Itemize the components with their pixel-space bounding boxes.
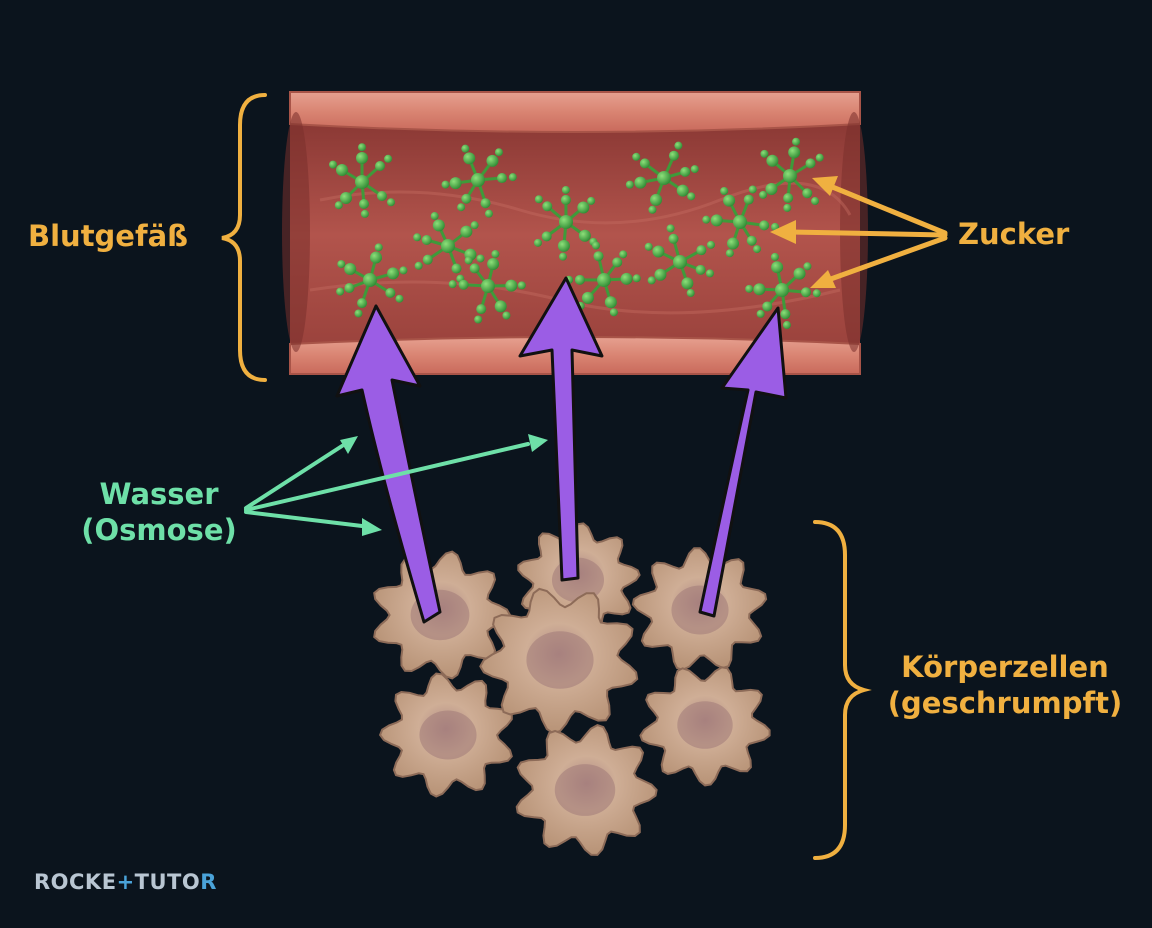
- shrunken-cells: [373, 522, 771, 856]
- logo-text-part1: ROCKE: [34, 870, 117, 894]
- logo-text-part3: R: [200, 870, 217, 894]
- sugar-label-text: Zucker: [958, 217, 1070, 251]
- logo-plus: +: [116, 870, 135, 894]
- body-cell: [479, 587, 639, 735]
- sugar-molecule: [745, 252, 821, 330]
- sugar-pointer-arrows: [770, 176, 948, 288]
- sugar-molecule: [441, 144, 517, 218]
- cells-bracket: [813, 520, 872, 860]
- vessel-bracket: [221, 93, 267, 382]
- sugar-molecule: [625, 141, 699, 214]
- sugar-molecule: [533, 185, 598, 261]
- sugar-molecule: [329, 143, 395, 218]
- water-flow-arrows: [335, 276, 788, 624]
- sugar-molecule: [336, 243, 408, 318]
- flow-arrow-middle: [518, 276, 604, 582]
- vessel-left-opening: [282, 112, 310, 352]
- body-cell: [378, 672, 513, 798]
- sugar-molecule: [644, 224, 715, 298]
- vessel-label-text: Blutgefäß: [28, 219, 189, 253]
- water-label-line2: (Osmose): [81, 513, 237, 547]
- water-label-line1: Wasser: [99, 477, 219, 511]
- vessel-wall-top: [289, 91, 861, 133]
- cells-label-line1: Körperzellen: [901, 650, 1109, 684]
- cells-label: Körperzellen (geschrumpft): [880, 649, 1130, 721]
- water-pointer-arrows: [244, 434, 548, 536]
- water-label: Wasser (Osmose): [74, 476, 244, 548]
- body-cell: [515, 724, 658, 856]
- brand-logo: ROCKE+TUTOR: [34, 870, 217, 894]
- sugar-molecule: [565, 241, 641, 317]
- body-cell: [639, 666, 771, 787]
- flow-arrow-right: [698, 306, 788, 618]
- sugar-molecule: [448, 250, 526, 324]
- sugar-molecule: [759, 137, 824, 212]
- cells-label-line2: (geschrumpft): [887, 686, 1123, 720]
- logo-text-part2: TUTO: [134, 870, 201, 894]
- vessel-label: Blutgefäß: [28, 218, 188, 254]
- sugar-label: Zucker: [958, 216, 1069, 252]
- sugar-molecule: [413, 212, 485, 283]
- flow-arrow-left: [335, 304, 442, 624]
